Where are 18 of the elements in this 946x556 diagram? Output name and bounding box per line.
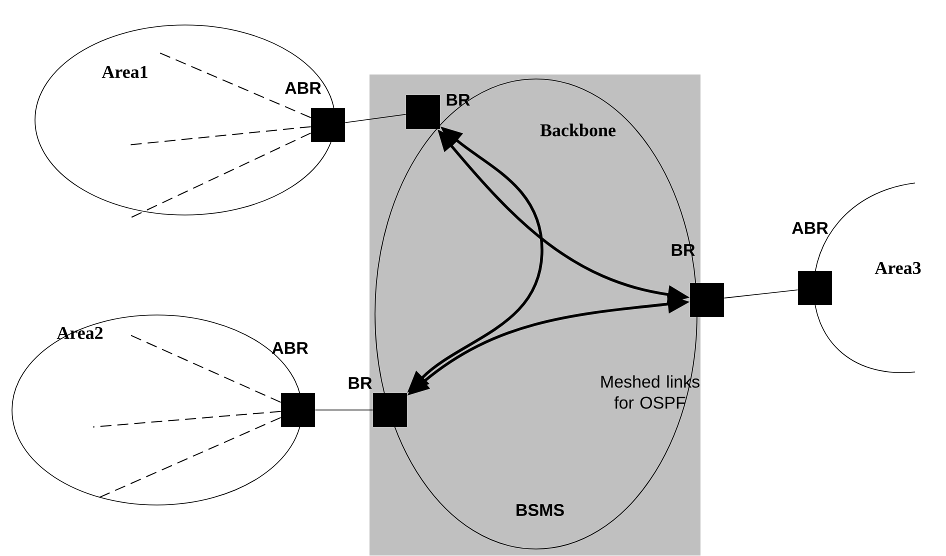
dashed-line <box>128 126 312 146</box>
link-line <box>344 114 406 124</box>
router-label: BR <box>446 94 470 106</box>
link-line <box>724 290 798 298</box>
router-square <box>798 271 832 305</box>
router-square <box>281 393 315 427</box>
router-square <box>311 108 345 142</box>
dashed-line <box>160 52 312 118</box>
router-label: ABR <box>792 222 828 234</box>
router-label: ABR <box>272 342 308 354</box>
dashed-line <box>130 132 312 218</box>
router-square <box>373 393 407 427</box>
dashed-line <box>98 417 282 498</box>
dashed-line <box>92 410 282 428</box>
router-label: BR <box>348 377 372 389</box>
router-label: ABR <box>285 82 322 94</box>
router-square <box>690 283 724 317</box>
dashed-line <box>130 334 282 403</box>
